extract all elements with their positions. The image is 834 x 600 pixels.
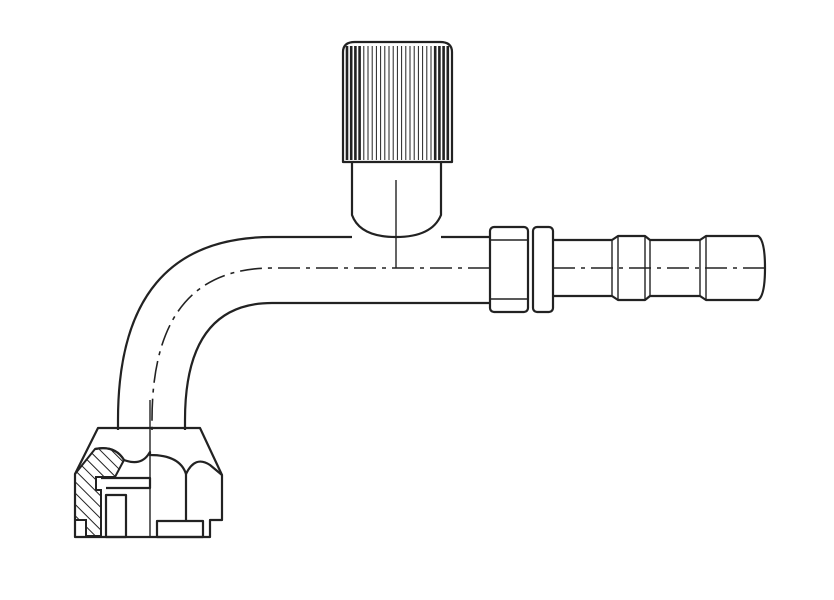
- hose-barb: [553, 234, 767, 302]
- valve-stem: [350, 162, 443, 268]
- swivel-nut: [73, 400, 224, 539]
- elbow-tube: [116, 235, 490, 430]
- ferrule: [488, 225, 555, 314]
- valve-cap: [341, 40, 454, 164]
